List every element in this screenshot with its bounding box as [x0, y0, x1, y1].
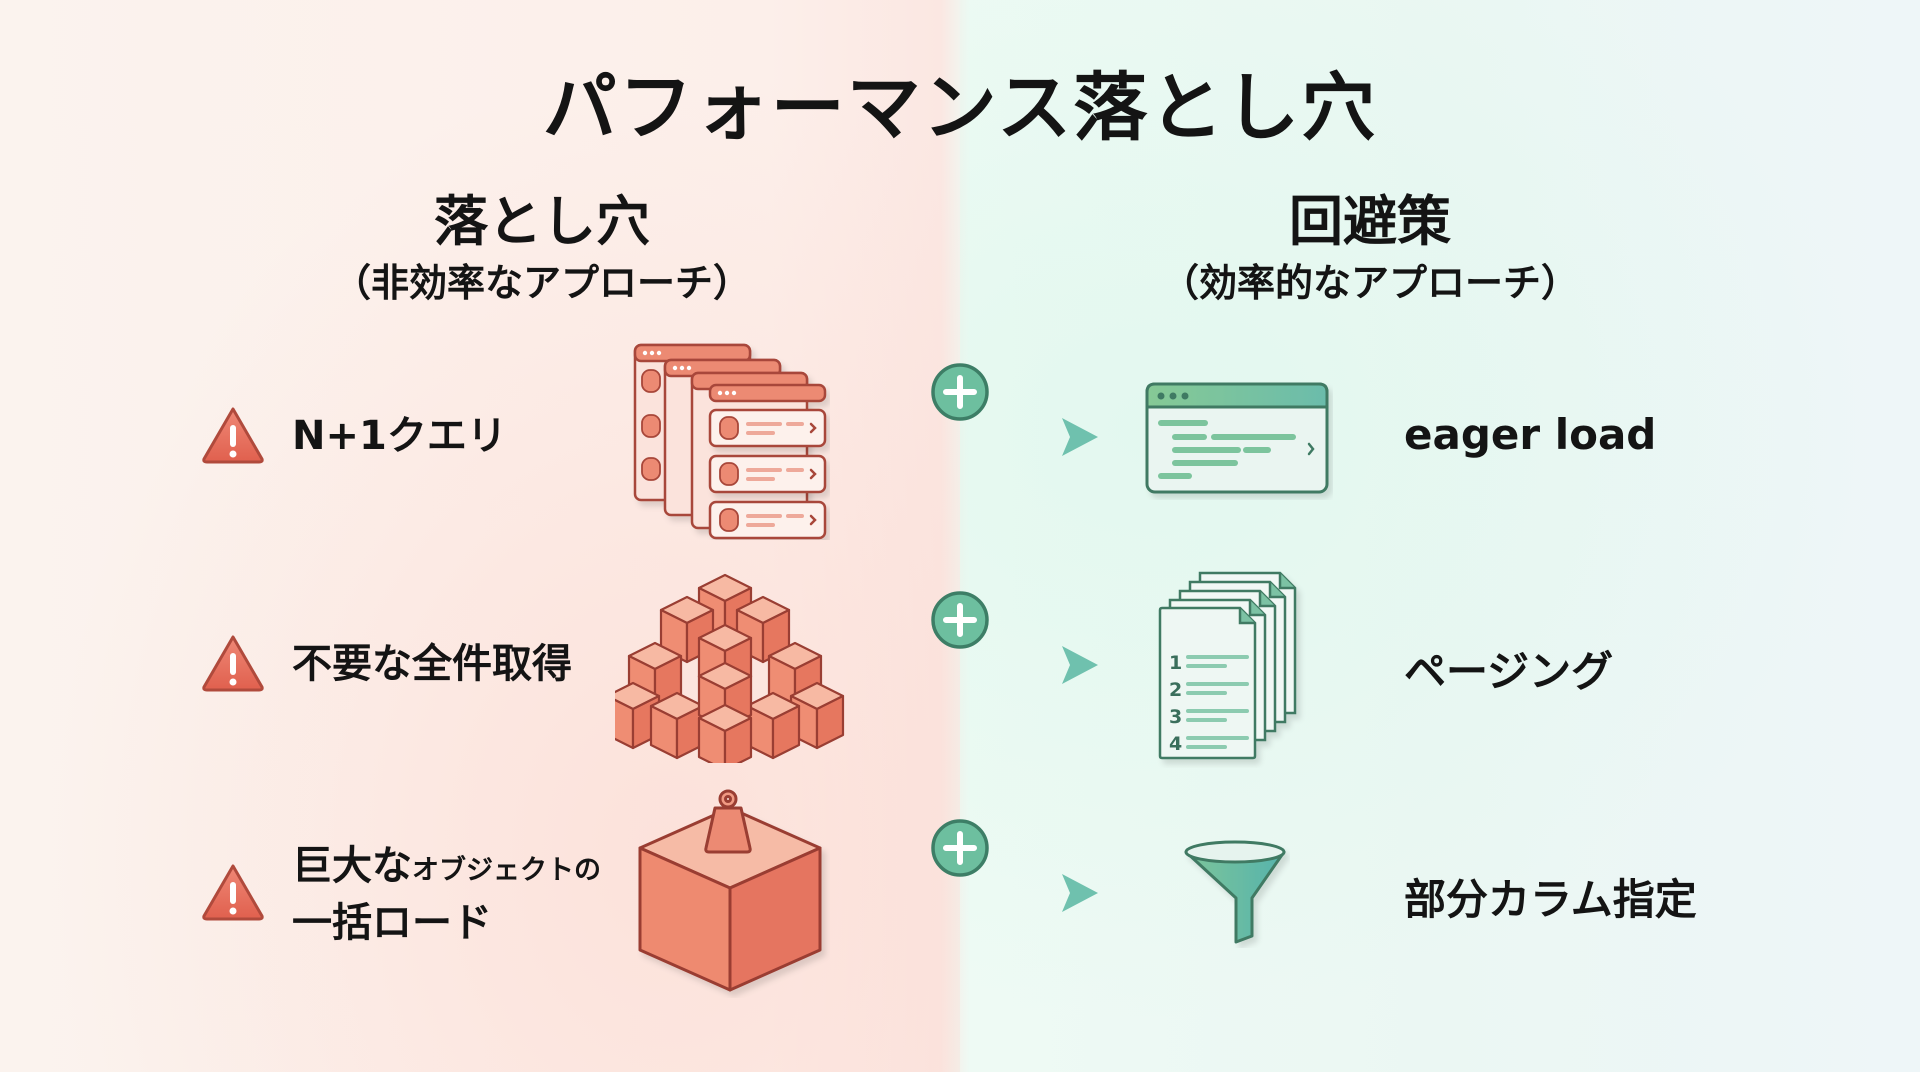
- plus-circle-icon: [931, 363, 989, 421]
- transition-arrow: [863, 646, 1098, 684]
- solution-heading: 回避策: [1289, 190, 1451, 253]
- pitfall-label: 不要な全件取得: [292, 641, 572, 687]
- pitfall-label-line2: 一括ロード: [292, 900, 492, 946]
- pitfall-label-main: 巨大な: [292, 843, 412, 889]
- pitfall-label: N+1クエリ: [292, 413, 507, 459]
- pitfall-subheading: （非効率なアプローチ）: [332, 261, 751, 305]
- warning-icon: [202, 864, 264, 921]
- transition-arrow: [863, 874, 1098, 912]
- numbered-pages-icon: 1 2 3 4: [1158, 571, 1297, 760]
- code-window-icon: [1145, 382, 1329, 494]
- cube-pile-icon: [615, 573, 845, 763]
- page-number: 1: [1169, 652, 1182, 674]
- solution-subheading: （効率的なアプローチ）: [1160, 261, 1579, 305]
- plus-circle-icon: [931, 819, 989, 877]
- warning-icon: [202, 635, 264, 692]
- pitfall-column-header: 落とし穴 （非効率なアプローチ）: [262, 190, 822, 308]
- cube: [649, 691, 705, 760]
- stacked-query-windows-icon: [633, 343, 827, 540]
- solution-side-background: [960, 0, 1920, 1072]
- solution-label: ページング: [1404, 647, 1614, 696]
- page-number: 4: [1169, 733, 1182, 755]
- page-title: パフォーマンス落とし穴: [542, 65, 1378, 151]
- solution-label: 部分カラム指定: [1404, 875, 1697, 924]
- cube: [697, 703, 753, 763]
- cube: [745, 691, 801, 760]
- warning-icon: [202, 407, 264, 464]
- pitfall-heading: 落とし穴: [434, 190, 650, 253]
- heavy-cube-icon: [638, 789, 822, 992]
- page-number: 3: [1169, 706, 1182, 728]
- page-number: 2: [1169, 679, 1182, 701]
- pitfall-label-small: オブジェクトの: [412, 855, 601, 886]
- solution-column-header: 回避策 （効率的なアプローチ）: [1090, 190, 1650, 308]
- pitfall-label: 巨大なオブジェクトの 一括ロード: [292, 840, 601, 949]
- funnel-icon: [1184, 840, 1286, 944]
- plus-circle-icon: [931, 591, 989, 649]
- transition-arrow: [863, 418, 1098, 456]
- solution-label: eager load: [1404, 410, 1657, 459]
